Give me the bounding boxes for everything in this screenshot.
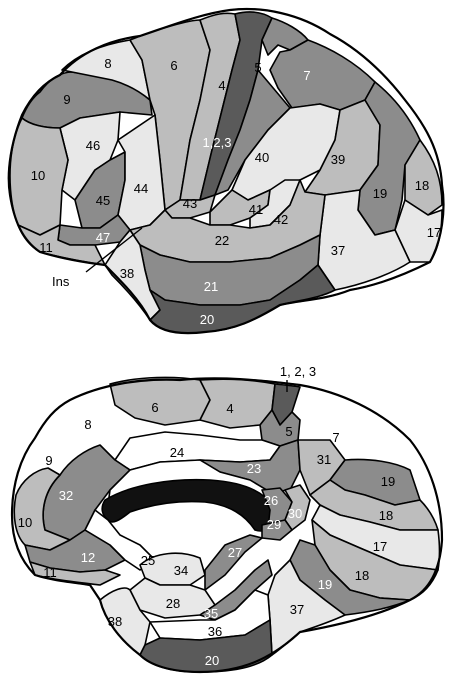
medial-area-29 — [261, 519, 293, 541]
lateral-label-ba-8: 8 — [104, 56, 111, 71]
lateral-label-ba-17: 17 — [427, 225, 441, 240]
lateral-label-ba-22: 22 — [215, 233, 229, 248]
lateral-label-ba-20: 20 — [200, 312, 214, 327]
lateral-label-ba-7: 7 — [303, 68, 310, 83]
lateral-label-ba-45: 45 — [96, 193, 110, 208]
medial-area-6 — [109, 376, 211, 426]
lateral-label-ba-1-2-3: 1,2,3 — [203, 135, 232, 150]
medial-area-28 — [129, 577, 216, 619]
insula-label: Ins — [52, 274, 70, 289]
lateral-label-ba-4: 4 — [218, 78, 225, 93]
medial-label-ba-17: 17 — [373, 539, 387, 554]
lateral-label-ba-19: 19 — [373, 186, 387, 201]
lateral-label-ba-38: 38 — [120, 266, 134, 281]
medial-label-ba-31: 31 — [317, 452, 331, 467]
medial-label-ba-18b: 18 — [355, 568, 369, 583]
lateral-outline — [7, 7, 445, 335]
medial-label-ba-32: 32 — [59, 488, 73, 503]
medial-label-ba-27: 27 — [228, 545, 242, 560]
medial-label-ba-33: 33 — [138, 468, 152, 483]
medial-label-ba-8: 8 — [84, 417, 91, 432]
lateral-label-ba-21: 21 — [204, 279, 218, 294]
medial-label-ba-19b: 19 — [318, 577, 332, 592]
medial-outline — [10, 377, 444, 674]
lateral-area-7 — [269, 39, 376, 111]
lateral-label-ba-11: 11 — [39, 240, 53, 255]
medial-area-30 — [284, 484, 311, 531]
medial-label-ba-11: 11 — [43, 565, 57, 580]
lateral-label-ba-40: 40 — [255, 150, 269, 165]
medial-label-ba-23: 23 — [247, 461, 261, 476]
medial-label-ba-1-2-3: 1, 2, 3 — [280, 364, 316, 379]
medial-label-ba-25: 25 — [141, 553, 155, 568]
medial-label-ba-6: 6 — [151, 400, 158, 415]
lateral-label-ba-18: 18 — [415, 178, 429, 193]
medial-label-ba-28: 28 — [166, 596, 180, 611]
lateral-label-ba-42: 42 — [274, 212, 288, 227]
medial-label-ba-9: 9 — [45, 453, 52, 468]
medial-label-ba-30: 30 — [288, 506, 302, 521]
medial-area-10 — [13, 467, 71, 551]
lateral-label-ba-44: 44 — [134, 181, 148, 196]
medial-label-ba-20: 20 — [205, 653, 219, 668]
medial-area-27 — [204, 534, 263, 591]
medial-label-ba-35: 35 — [204, 606, 218, 621]
medial-label-ba-26: 26 — [264, 493, 278, 508]
medial-label-ba-36: 36 — [208, 624, 222, 639]
lateral-label-ba-9: 9 — [63, 92, 70, 107]
medial-label-ba-12: 12 — [81, 550, 95, 565]
lateral-label-ba-41: 41 — [249, 202, 263, 217]
lateral-label-ba-39: 39 — [331, 152, 345, 167]
medial-label-ba-19: 19 — [381, 474, 395, 489]
medial-view: 1, 2, 3 6 4 8 5 7 24 9 33 23 31 32 26 30 29 19 18 10 17 12 2… — [10, 364, 444, 674]
lateral-label-ba-46: 46 — [86, 138, 100, 153]
lateral-label-ba-10: 10 — [31, 168, 45, 183]
lateral-label-ba-6: 6 — [170, 58, 177, 73]
lateral-label-ba-43: 43 — [183, 196, 197, 211]
medial-label-ba-29: 29 — [267, 517, 281, 532]
medial-label-ba-5: 5 — [285, 424, 292, 439]
medial-area-25 — [84, 509, 156, 571]
medial-label-ba-18a: 18 — [379, 508, 393, 523]
medial-label-ba-4: 4 — [226, 401, 233, 416]
lateral-label-ba-47: 47 — [96, 230, 110, 245]
medial-label-ba-38: 38 — [108, 614, 122, 629]
medial-label-ba-34: 34 — [174, 563, 188, 578]
lateral-label-ba-37: 37 — [331, 243, 345, 258]
medial-labels: 1, 2, 3 6 4 8 5 7 24 9 33 23 31 32 26 30 29 19 18 10 17 12 2… — [18, 364, 395, 668]
lateral-label-ba-5: 5 — [254, 60, 261, 75]
medial-label-ba-24: 24 — [170, 445, 184, 460]
corpus-callosum — [101, 478, 275, 532]
medial-label-ba-10: 10 — [18, 515, 32, 530]
medial-label-ba-7: 7 — [332, 430, 339, 445]
medial-label-ba-37: 37 — [290, 602, 304, 617]
